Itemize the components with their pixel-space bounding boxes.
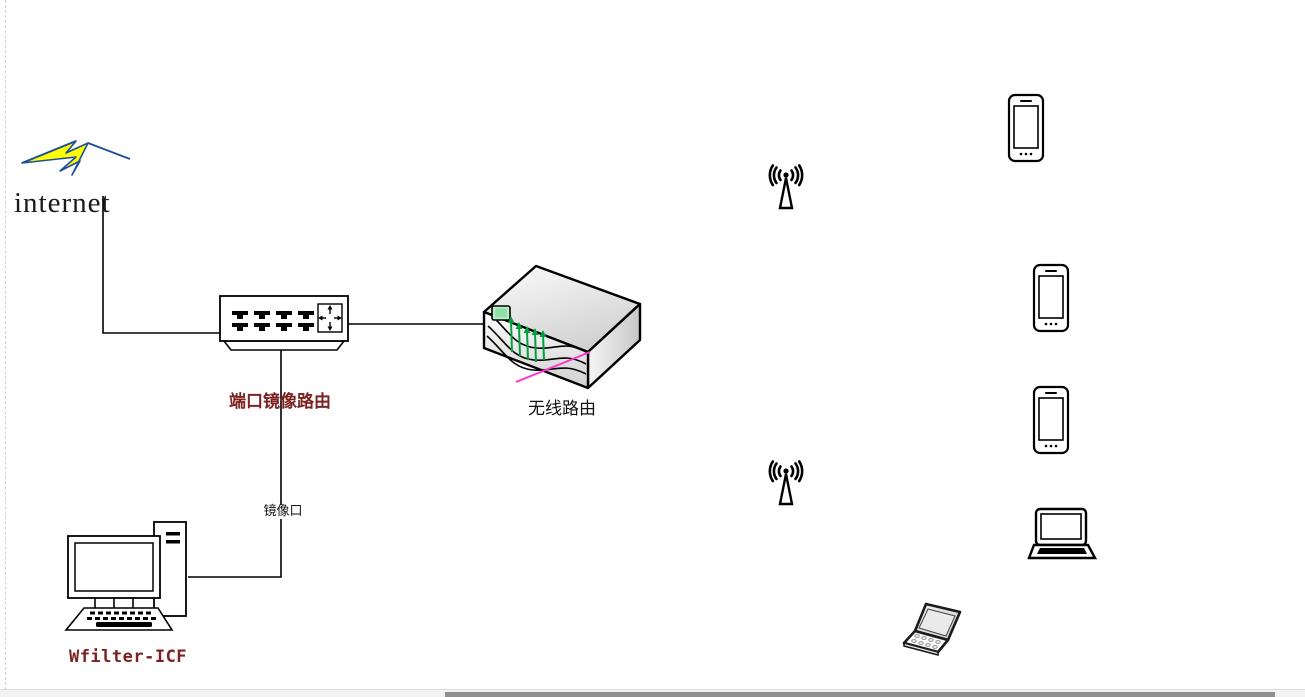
wireless-router-icon: [482, 264, 642, 390]
node-antenna-bottom[interactable]: [766, 460, 806, 510]
smartphone-icon: [1032, 385, 1070, 455]
horizontal-scrollbar[interactable]: [0, 689, 1305, 697]
node-laptop-iso[interactable]: [898, 600, 972, 662]
node-mirror-router[interactable]: [218, 292, 350, 354]
smartphone-icon: [1007, 93, 1045, 163]
label-mirror-router: 端口镜像路由: [229, 392, 331, 412]
antenna-icon: [768, 460, 804, 506]
node-phone-3[interactable]: [1030, 384, 1072, 456]
router-icon: [219, 295, 349, 351]
label-wfilter-pc: Wfilter-ICF: [68, 647, 188, 667]
label-wireless-router: 无线路由: [528, 399, 596, 419]
node-wfilter-pc[interactable]: [62, 518, 194, 638]
desktop-computer-icon: [64, 521, 187, 631]
lightning-bolt-icon: [21, 140, 131, 176]
edge-internet-to-router[interactable]: [102, 196, 222, 334]
node-phone-2[interactable]: [1030, 262, 1072, 334]
smartphone-icon: [1032, 263, 1070, 333]
edge-router-to-wfilter-pc[interactable]: [188, 350, 282, 578]
label-mirror-port: 镜像口: [255, 504, 311, 520]
laptop-icon: [1027, 507, 1098, 560]
node-wireless-router[interactable]: [478, 260, 646, 392]
node-internet[interactable]: [14, 131, 138, 187]
label-internet: internet: [14, 187, 111, 219]
node-antenna-top[interactable]: [766, 164, 806, 214]
laptop-iso-icon: [902, 602, 962, 657]
horizontal-scrollbar-thumb[interactable]: [445, 692, 1275, 697]
page-margin-guide-left: [5, 0, 6, 690]
antenna-icon: [768, 164, 804, 210]
node-phone-1[interactable]: [1005, 92, 1047, 164]
node-laptop-front[interactable]: [1027, 506, 1098, 564]
